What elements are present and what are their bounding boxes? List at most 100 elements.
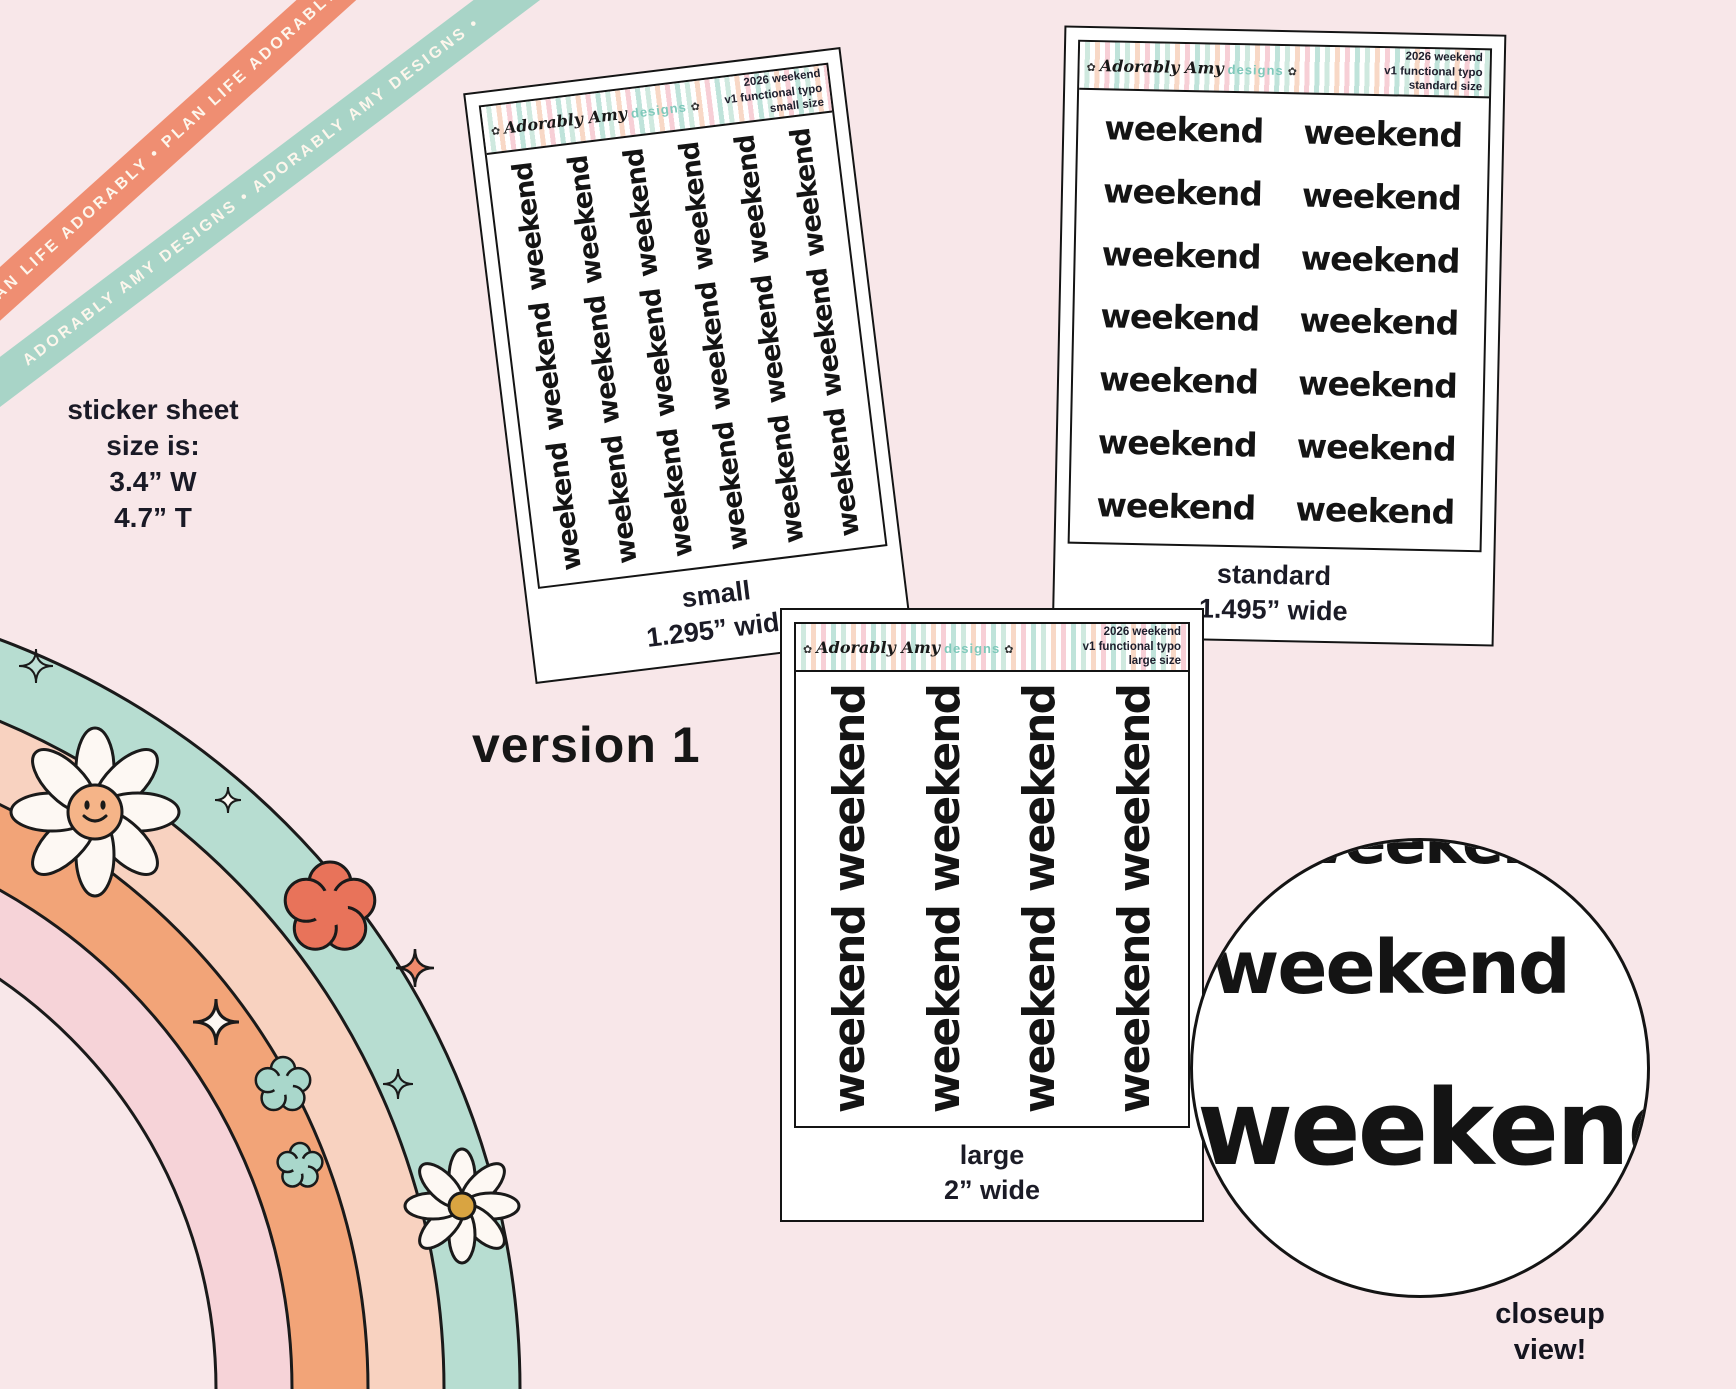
sticker-word-small: weekend	[617, 147, 665, 279]
sticker-grid-large: weekend weekend weekend weekend weekend weeke…	[796, 672, 1188, 1126]
sticker-word-standard: weekend	[1102, 171, 1263, 214]
closeup-word-large: weekend	[1197, 1067, 1650, 1189]
brand-designs: designs	[944, 640, 1001, 656]
brand-logo: ✿ Adorably Amy designs ✿	[1086, 55, 1297, 78]
closeup-caption: closeup view!	[1450, 1296, 1650, 1368]
sticker-sheet-card-large: ✿ Adorably Amy designs ✿ 2026 weekend v1…	[780, 608, 1204, 1222]
sticker-sheet-size-note: sticker sheet size is: 3.4” W 4.7” T	[48, 392, 258, 536]
sticker-word-standard: weekend	[1297, 363, 1458, 406]
sticker-word-standard: weekend	[1296, 426, 1456, 469]
sticker-word-standard: weekend	[1299, 300, 1459, 344]
size-note-line: 3.4” W	[109, 466, 197, 497]
closeup-word: weekend	[1211, 925, 1571, 1011]
ribbon-plan-life-adorably: PLAN LIFE ADORABLY • PLAN LIFE ADORABLY …	[0, 0, 377, 344]
sticker-word-large: weekend	[1014, 905, 1065, 1113]
flower-icon: ✿	[803, 643, 813, 656]
brand-name: Adorably Amy	[816, 637, 941, 657]
sticker-word-large: weekend	[1109, 905, 1160, 1113]
caption-large: large 2” wide	[794, 1128, 1190, 1208]
brand-logo: ✿ Adorably Amy designs ✿	[803, 638, 1013, 657]
sticker-word-small: weekend	[673, 140, 720, 272]
version-label: version 1	[472, 717, 701, 773]
sticker-word-small: weekend	[652, 427, 699, 559]
teal-sparkle-icon	[382, 1068, 414, 1100]
sheet-header-standard: ✿ Adorably Amy designs ✿ 2026 weekend v1…	[1079, 41, 1491, 99]
sheet-title-line: 2026 weekend	[1103, 626, 1181, 639]
sticker-word-small: weekend	[562, 154, 609, 286]
sticker-word-small: weekend	[707, 420, 755, 552]
flower-icon: ✿	[1086, 61, 1096, 74]
closeup-caption-line: closeup	[1495, 1298, 1605, 1330]
brand-name: Adorably Amy	[502, 103, 628, 138]
closeup-circle: weekend weekend weekend	[1190, 838, 1650, 1298]
sticker-word-standard: weekend	[1101, 233, 1261, 277]
sticker-word-large: weekend	[824, 684, 875, 892]
sheet-title-line: standard size	[1408, 79, 1483, 94]
closeup-caption-line: view!	[1513, 1334, 1587, 1366]
gold-center-daisy-flower	[403, 1147, 521, 1265]
sticker-sheet-large: ✿ Adorably Amy designs ✿ 2026 weekend v1…	[794, 622, 1190, 1128]
sticker-word-small: weekend	[635, 287, 682, 419]
sticker-word-standard: weekend	[1097, 422, 1258, 465]
sheet-title-line: large size	[1128, 655, 1181, 668]
caption-width: 2” wide	[943, 1174, 1041, 1205]
sticker-word-standard: weekend	[1302, 112, 1463, 155]
sticker-word-small: weekend	[506, 160, 554, 293]
rainbow-illustration	[0, 638, 522, 1389]
white-sparkle-icon	[214, 786, 242, 814]
sticker-word-small: weekend	[784, 126, 832, 259]
sticker-sheet-card-small: ✿ Adorably Amy designs ✿ 2026 weekend v1…	[463, 47, 913, 684]
teal-flower	[254, 1055, 312, 1112]
brand-name: Adorably Amy	[1099, 55, 1224, 78]
brand-designs: designs	[629, 98, 688, 121]
sheet-title-line: v1 functional typo	[1082, 640, 1181, 653]
sheet-title-standard: 2026 weekend v1 functional typo standard…	[1384, 50, 1483, 95]
sticker-word-standard: weekend	[1100, 296, 1260, 339]
sheet-header-large: ✿ Adorably Amy designs ✿ 2026 weekend v1…	[796, 624, 1188, 672]
flower-icon: ✿	[490, 124, 501, 138]
sticker-word-small: weekend	[729, 133, 776, 266]
white-star-icon	[192, 998, 240, 1046]
sticker-word-small: weekend	[801, 266, 849, 399]
sticker-word-large: weekend	[1014, 684, 1065, 892]
sticker-word-small: weekend	[596, 433, 644, 566]
sticker-word-standard: weekend	[1301, 175, 1462, 218]
sticker-sheet-small: ✿ Adorably Amy designs ✿ 2026 weekend v1…	[478, 62, 888, 589]
flower-icon: ✿	[1287, 65, 1298, 78]
flower-icon: ✿	[1004, 643, 1014, 656]
sticker-word-small: weekend	[746, 273, 793, 406]
sticker-word-standard: weekend	[1104, 108, 1264, 151]
closeup-word-partial: weekend	[1289, 838, 1589, 878]
rainbow-arcs	[0, 638, 522, 1389]
sticker-grid-standard: weekend weekend weekend weekend weekend weeke…	[1070, 90, 1489, 550]
sticker-sheet-standard: ✿ Adorably Amy designs ✿ 2026 weekend v1…	[1067, 39, 1493, 553]
coral-star-icon	[395, 948, 435, 988]
smiley-daisy-flower	[9, 726, 181, 898]
sticker-word-large: weekend	[919, 684, 970, 892]
sticker-sheet-card-standard: ✿ Adorably Amy designs ✿ 2026 weekend v1…	[1051, 25, 1507, 647]
sticker-word-small: weekend	[690, 280, 738, 412]
brand-designs: designs	[1227, 61, 1284, 78]
flower-icon: ✿	[690, 100, 701, 114]
sticker-word-large: weekend	[1109, 684, 1160, 892]
sheet-title-small: 2026 weekend v1 functional typo small si…	[722, 67, 825, 122]
sticker-word-large: weekend	[824, 905, 875, 1113]
sticker-word-small: weekend	[579, 294, 626, 426]
size-note-line: size is:	[106, 430, 200, 461]
coral-flower	[283, 860, 377, 951]
sticker-word-standard: weekend	[1300, 238, 1460, 281]
sticker-word-small: weekend	[541, 440, 588, 573]
sticker-word-standard: weekend	[1295, 489, 1455, 532]
sticker-word-standard: weekend	[1096, 485, 1256, 528]
mint-sparkle-icon	[18, 648, 54, 684]
sticker-word-small: weekend	[818, 406, 866, 539]
sticker-word-small: weekend	[523, 300, 571, 433]
sticker-word-standard: weekend	[1098, 359, 1259, 402]
size-note-line: 4.7” T	[114, 502, 192, 533]
sticker-word-small: weekend	[763, 413, 810, 545]
sticker-word-large: weekend	[919, 905, 970, 1113]
size-note-line: sticker sheet	[67, 394, 239, 425]
sheet-title-line: v1 functional typo	[1384, 64, 1483, 80]
